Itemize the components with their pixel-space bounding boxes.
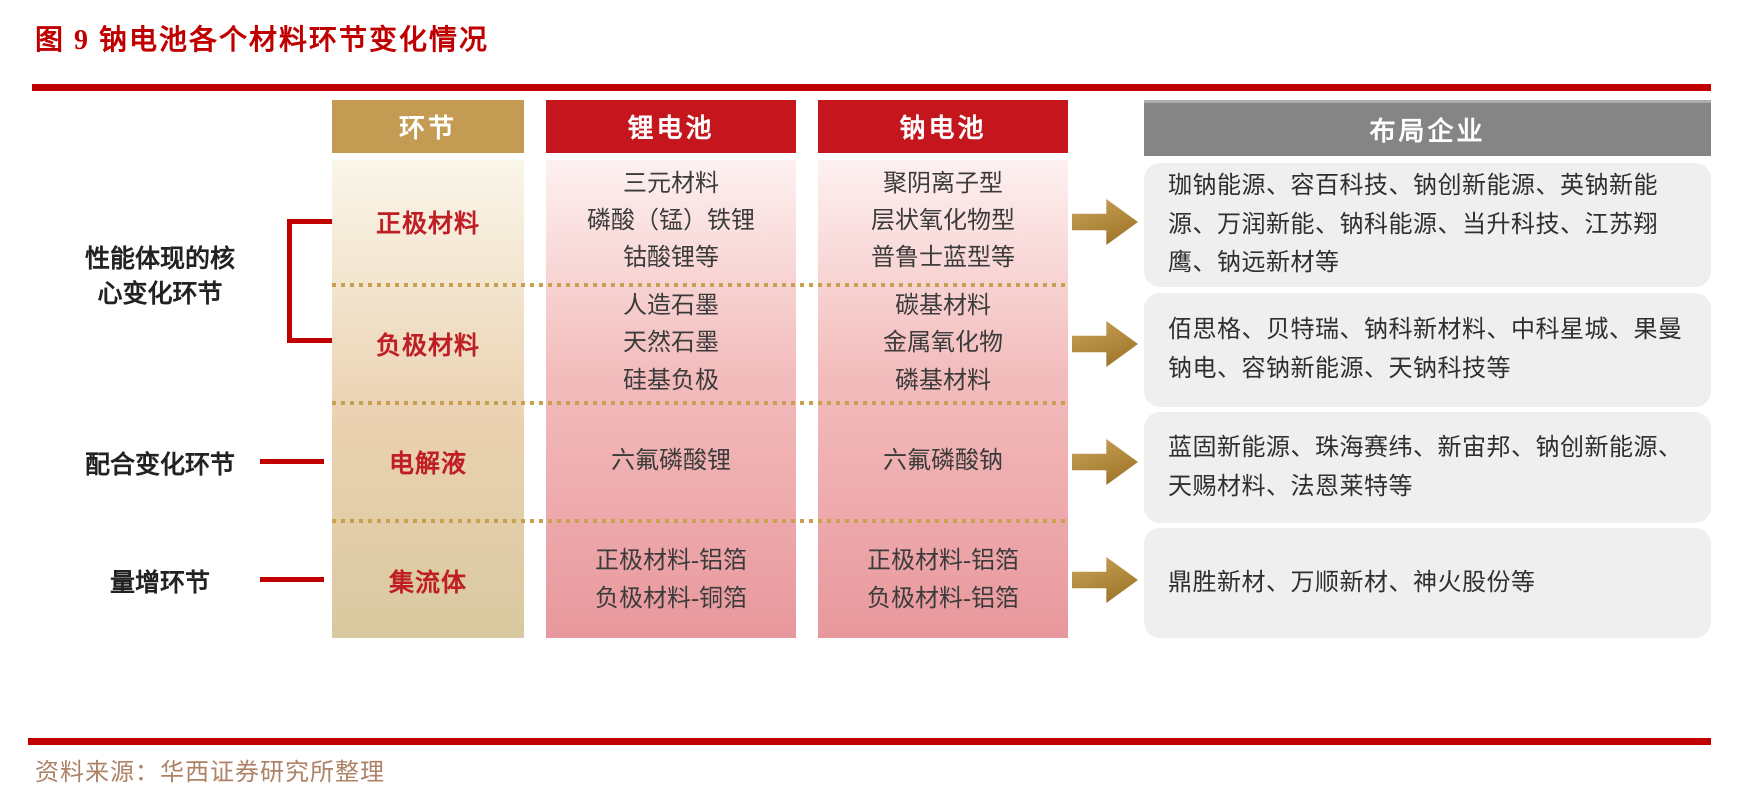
companies-box-cathode: 珈钠能源、容百科技、钠创新能源、英钠新能源、万润新能、钠科能源、当升科技、江苏翔… <box>1144 163 1711 287</box>
sodium-column-background <box>818 160 1068 638</box>
sodium-electrolyte-line: 六氟磷酸钠 <box>883 448 1003 475</box>
companies-collector-text: 鼎胜新材、万顺新材、神火股份等 <box>1168 569 1536 596</box>
segment-label-cathode: 正极材料 <box>375 210 480 238</box>
dotted-separator-3 <box>332 519 1068 523</box>
lithium-collector-line: 负极材料-铜箔 <box>595 585 747 612</box>
lithium-anode-line: 天然石墨 <box>623 330 719 357</box>
lithium-cathode-line: 磷酸（锰）铁锂 <box>587 207 755 234</box>
source-note: 资料来源：华西证券研究所整理 <box>35 760 385 786</box>
segment-column-background <box>332 160 524 638</box>
lithium-cathode-line: 钴酸锂等 <box>623 245 719 272</box>
sodium-cell-current-collector: 正极材料-铝箔 负极材料-铝箔 <box>818 523 1068 638</box>
sodium-cathode-line: 普鲁士蓝型等 <box>871 245 1015 272</box>
lithium-cell-cathode: 三元材料 磷酸（锰）铁锂 钴酸锂等 <box>546 160 796 283</box>
header-sodium: 钠电池 <box>818 100 1068 153</box>
header-segment: 环节 <box>332 100 524 153</box>
annotation-core-line2: 心变化环节 <box>97 281 223 308</box>
header-lithium: 锂电池 <box>546 100 796 153</box>
companies-box-current-collector: 鼎胜新材、万顺新材、神火股份等 <box>1144 528 1711 638</box>
right-arrow-icon <box>1072 321 1138 367</box>
segment-label-current-collector: 集流体 <box>388 569 467 597</box>
lithium-column-background <box>546 160 796 638</box>
lithium-cathode-line: 三元材料 <box>623 170 719 197</box>
sodium-collector-line: 正极材料-铝箔 <box>867 548 1019 575</box>
segment-label-anode: 负极材料 <box>375 333 480 360</box>
core-bracket-line <box>287 219 332 343</box>
header-companies: 布局企业 <box>1144 100 1711 156</box>
companies-cathode-text: 珈钠能源、容百科技、钠创新能源、英钠新能源、万润新能、钠科能源、当升科技、江苏翔… <box>1168 172 1658 277</box>
annotation-core-line1: 性能体现的核 <box>84 246 235 273</box>
lithium-cell-current-collector: 正极材料-铝箔 负极材料-铜箔 <box>546 523 796 638</box>
annotation-volume-growth: 量增环节 <box>109 570 210 597</box>
companies-box-anode: 佰思格、贝特瑞、钠科新材料、中科星城、果曼钠电、容钠新能源、天钠科技等 <box>1144 293 1711 407</box>
right-arrow-icon <box>1072 199 1138 245</box>
lithium-anode-line: 硅基负极 <box>623 367 719 394</box>
segment-label-electrolyte: 电解液 <box>388 451 467 478</box>
bottom-rule <box>28 738 1711 745</box>
sodium-anode-line: 金属氧化物 <box>883 330 1003 357</box>
annotation-support-change: 配合变化环节 <box>84 452 235 479</box>
lithium-cell-electrolyte: 六氟磷酸锂 <box>546 405 796 519</box>
volume-connector-line <box>260 577 324 582</box>
right-arrow-icon <box>1072 439 1138 485</box>
companies-anode-text: 佰思格、贝特瑞、钠科新材料、中科星城、果曼钠电、容钠新能源、天钠科技等 <box>1168 317 1683 382</box>
sodium-cathode-line: 层状氧化物型 <box>871 207 1015 234</box>
dotted-separator-1 <box>332 283 1068 287</box>
lithium-collector-line: 正极材料-铝箔 <box>595 548 747 575</box>
figure-title: 图 9 钠电池各个材料环节变化情况 <box>35 25 490 56</box>
companies-electrolyte-text: 蓝固新能源、珠海赛纬、新宙邦、钠创新能源、天赐材料、法恩莱特等 <box>1168 434 1683 500</box>
dotted-separator-2 <box>332 401 1068 405</box>
lithium-electrolyte-line: 六氟磷酸锂 <box>611 448 731 475</box>
companies-box-electrolyte: 蓝固新能源、珠海赛纬、新宙邦、钠创新能源、天赐材料、法恩莱特等 <box>1144 412 1711 523</box>
sodium-collector-line: 负极材料-铝箔 <box>867 585 1019 612</box>
sodium-cell-electrolyte: 六氟磷酸钠 <box>818 405 1068 519</box>
top-rule <box>32 84 1711 91</box>
annotation-core-change: 性能体现的核 心变化环节 <box>35 242 285 312</box>
sodium-cell-cathode: 聚阴离子型 层状氧化物型 普鲁士蓝型等 <box>818 160 1068 283</box>
lithium-cell-anode: 人造石墨 天然石墨 硅基负极 <box>546 287 796 401</box>
sodium-cell-anode: 碳基材料 金属氧化物 磷基材料 <box>818 287 1068 401</box>
sodium-cathode-line: 聚阴离子型 <box>883 170 1003 197</box>
sodium-anode-line: 碳基材料 <box>895 293 991 320</box>
support-connector-line <box>260 459 324 464</box>
right-arrow-icon <box>1072 557 1138 603</box>
lithium-anode-line: 人造石墨 <box>623 293 719 320</box>
sodium-anode-line: 磷基材料 <box>895 367 991 394</box>
